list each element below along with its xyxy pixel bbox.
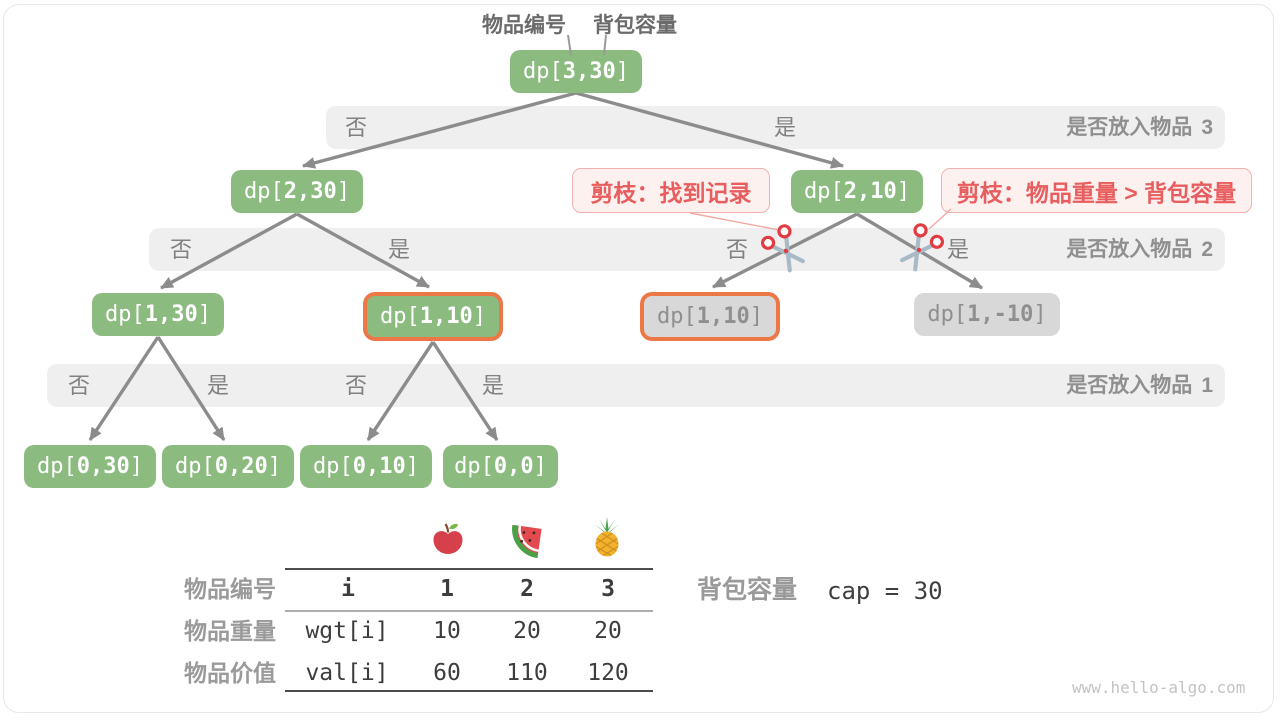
- band1-no2-label: 否: [344, 373, 368, 398]
- prune-note-weight-exceeds: 剪枝：物品重量 > 背包容量: [941, 168, 1252, 213]
- table-bottom-rule: [285, 690, 653, 692]
- table-header-3: 3: [601, 576, 615, 602]
- band2-yes2-label: 是: [946, 237, 970, 262]
- node-dp-0-10: dp[0,10]: [300, 445, 432, 488]
- table-header-1: 1: [440, 576, 454, 602]
- table-top-rule: [285, 568, 653, 570]
- table-cell-val-3: 120: [587, 660, 629, 686]
- band2-yes1-label: 是: [387, 237, 411, 262]
- apple-icon: [433, 523, 463, 554]
- capacity-text-label: 背包容量: [697, 576, 798, 604]
- band1-no1-label: 否: [67, 373, 91, 398]
- table-mid-rule: [285, 610, 653, 612]
- node-dp-1-10-memo: dp[1,10]: [640, 292, 780, 341]
- table-header-2: 2: [520, 576, 534, 602]
- capacity-value: cap = 30: [827, 577, 943, 605]
- table-header-i: i: [341, 576, 355, 602]
- band2-no1-label: 否: [169, 237, 193, 262]
- band3-no-label: 否: [344, 115, 368, 140]
- node-dp-0-20: dp[0,20]: [162, 445, 294, 488]
- label-pointer-lines: [567, 34, 607, 56]
- node-dp-2-30: dp[2,30]: [231, 170, 363, 213]
- scissors-icon-left: [760, 224, 805, 273]
- capacity-label: 背包容量: [593, 14, 677, 37]
- table-row-label-item-weight: 物品重量: [184, 618, 276, 644]
- table-cell-wgt-1: 10: [433, 618, 461, 644]
- node-dp-1-30: dp[1,30]: [92, 293, 224, 336]
- item-number-label: 物品编号: [482, 14, 566, 37]
- table-row-label-item-number: 物品编号: [184, 576, 276, 602]
- node-dp-1-neg10: dp[1,-10]: [914, 293, 1060, 336]
- band3-yes-label: 是: [773, 115, 797, 140]
- node-dp-0-0: dp[0,0]: [443, 445, 558, 488]
- table-cell-wgt-key: wgt[i]: [305, 618, 389, 644]
- page-border: [3, 4, 1274, 713]
- table-cell-wgt-2: 20: [513, 618, 541, 644]
- table-cell-val-1: 60: [433, 660, 461, 686]
- prune-pointer-lines: [689, 208, 952, 231]
- scissors-icon-right: [900, 223, 945, 272]
- node-dp-2-10: dp[2,10]: [791, 170, 923, 213]
- watermark: www.hello-algo.com: [1072, 678, 1246, 697]
- table-cell-val-2: 110: [506, 660, 548, 686]
- pineapple-icon: [594, 517, 620, 557]
- node-dp-1-10-highlighted: dp[1,10]: [363, 292, 503, 341]
- band1-yes1-label: 是: [206, 373, 230, 398]
- band1-yes2-label: 是: [481, 373, 505, 398]
- table-row-label-item-value: 物品价值: [184, 660, 276, 686]
- band2-no2-label: 否: [725, 237, 749, 262]
- node-dp-3-30: dp[3,30]: [510, 50, 642, 93]
- node-dp-0-30: dp[0,30]: [24, 445, 156, 488]
- table-cell-val-key: val[i]: [305, 660, 389, 686]
- table-cell-wgt-3: 20: [594, 618, 622, 644]
- prune-note-found-record: 剪枝：找到记录: [572, 168, 770, 213]
- watermelon-icon: [512, 524, 542, 558]
